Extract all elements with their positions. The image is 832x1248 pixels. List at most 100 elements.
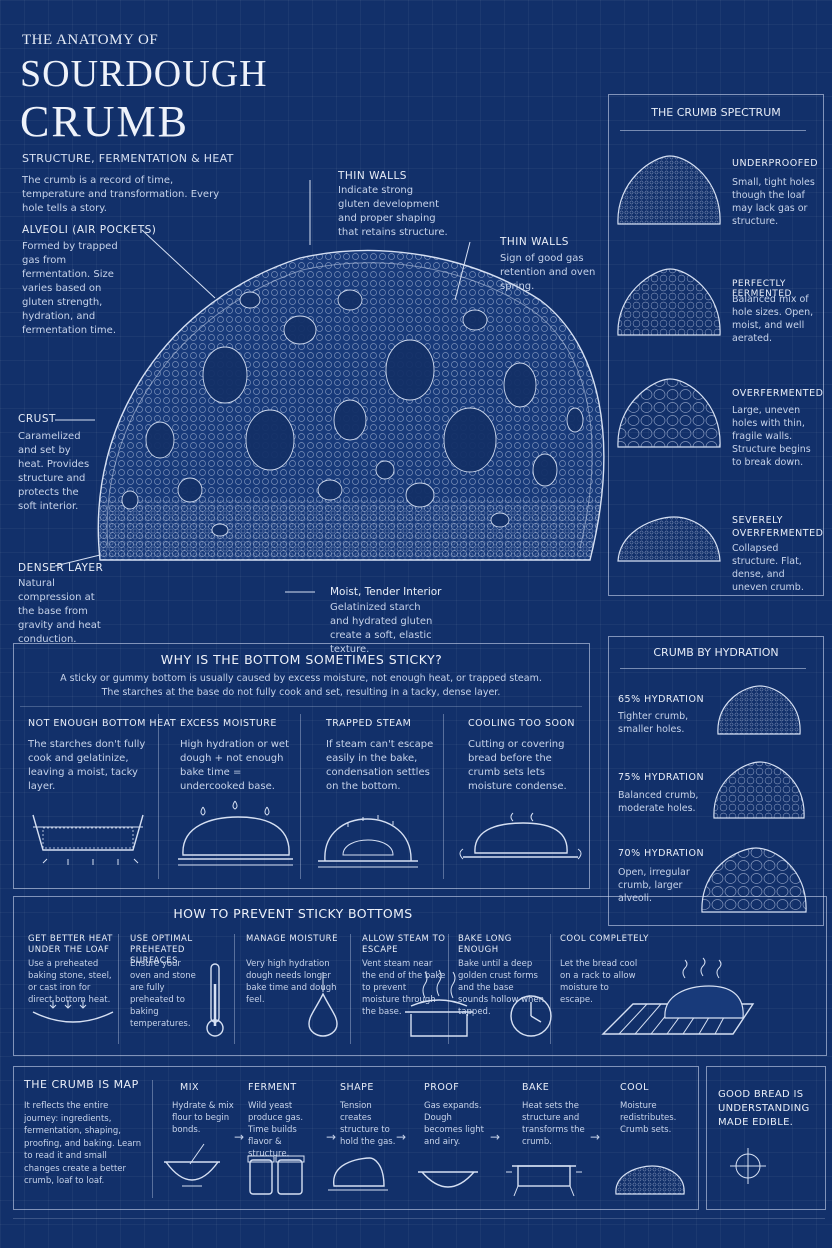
arrow-icon: → (590, 1130, 601, 1144)
baking-stone-icon (32, 1000, 114, 1023)
closing-panel (706, 1066, 826, 1210)
crumb-spectrum-panel (608, 94, 824, 596)
map-step-2-label: FERMENT (248, 1082, 297, 1093)
prevent-tip-3-text: Very high hydration dough needs longer b… (246, 959, 337, 1005)
prevent-tip-6-text: Let the bread cool on a rack to allow mo… (560, 959, 638, 1005)
intro-text: The crumb is a record of time, temperatu… (22, 175, 220, 214)
spectrum-loaf-perfect (617, 268, 721, 336)
pot-steam-icon (405, 969, 473, 1037)
sticky-intro-2: The starches at the base do not fully co… (101, 687, 501, 698)
dutch-oven-icon (506, 1165, 582, 1197)
spectrum-label-3: OVERFERMENTED (732, 388, 824, 399)
hydration-text-1: Tighter crumb, smaller holes. (618, 711, 689, 735)
sticky-cause-4-text: Cutting or covering bread before the cru… (468, 739, 567, 792)
spectrum-text-2: Balanced mix of hole sizes. Open, moist,… (732, 294, 814, 344)
map-step-1-label: MIX (180, 1082, 200, 1093)
hydration-panel (608, 636, 824, 926)
subtitle: STRUCTURE, FERMENTATION & HEAT (22, 152, 234, 165)
spectrum-loaf-overfermented (617, 378, 721, 448)
callout-denser-layer-title: DENSER LAYER (18, 562, 104, 574)
main-loaf-illustration (54, 180, 605, 593)
map-step-2-text: Wild yeast produce gas. Time builds flav… (248, 1101, 304, 1159)
prevent-tip-3-title: MANAGE MOISTURE (246, 934, 338, 944)
sticky-cause-1-title: NOT ENOUGH BOTTOM HEAT (28, 718, 177, 729)
spectrum-label-4: SEVERELY OVERFERMENTED (732, 515, 824, 539)
process-illustrations (164, 1143, 685, 1197)
sticky-bottom-panel (13, 643, 590, 889)
crumb-map-text: It reflects the entire journey: ingredie… (24, 1101, 142, 1186)
sticky-cause-4-title: COOLING TOO SOON (468, 718, 576, 729)
callout-thin-walls-right-text: Sign of good gas retention and oven spri… (500, 253, 596, 292)
hydration-title: CRUMB BY HYDRATION (653, 646, 779, 659)
prevent-illustrations (32, 957, 755, 1037)
spectrum-label-2: PERFECTLY FERMENTED (732, 279, 792, 299)
spectrum-loaf-severely-overfermented (617, 516, 721, 562)
callout-thin-walls-top-text: Indicate strong gluten development and p… (338, 185, 448, 238)
prevent-tip-2-text: Ensure your oven and stone are fully pre… (130, 959, 196, 1029)
hydration-label-2: 75% HYDRATION (618, 772, 705, 783)
prevent-tip-5-title: BAKE LONG ENOUGH (458, 934, 512, 955)
cooled-loaf-icon (615, 1165, 685, 1195)
prevent-tip-1-title: GET BETTER HEAT UNDER THE LOAF (28, 934, 113, 955)
shaped-dough-icon (328, 1157, 388, 1191)
spectrum-text-4: Collapsed structure. Flat, dense, and un… (732, 543, 804, 593)
sticky-bottom-title: WHY IS THE BOTTOM SOMETIMES STICKY? (160, 652, 443, 667)
cooling-rack-icon (601, 957, 755, 1035)
clock-icon (510, 995, 552, 1037)
water-drop-icon (308, 972, 338, 1037)
title-line-1: SOURDOUGH (20, 53, 268, 95)
callout-interior-title: Moist, Tender Interior (330, 586, 442, 598)
map-step-4-text: Gas expands. Dough becomes light and air… (424, 1101, 484, 1147)
hydration-loaf-65 (717, 685, 801, 735)
prevent-tip-1-text: Use a preheated baking stone, steel, or … (28, 959, 112, 1005)
map-step-5-label: BAKE (522, 1082, 550, 1093)
prevent-tip-4-title: ALLOW STEAM TO ESCAPE (362, 934, 446, 955)
arrow-icon: → (490, 1130, 501, 1144)
hydration-text-2: Balanced crumb, moderate holes. (618, 790, 699, 814)
spectrum-loaf-illustrations (617, 155, 721, 562)
prevent-tip-4-text: Vent steam near the end of the bake to p… (362, 959, 446, 1017)
map-step-6-text: Moisture redistributes. Crumb sets. (620, 1101, 677, 1135)
hydration-label-3: 70% HYDRATION (618, 848, 705, 859)
crumb-map-panel (13, 1066, 699, 1210)
sticky-cause-1-text: The starches don't fully cook and gelati… (28, 739, 146, 792)
arrow-icon: → (326, 1130, 337, 1144)
map-step-1-text: Hydrate & mix flour to begin bonds. (172, 1101, 234, 1135)
title-line-2: CRUMB (20, 97, 189, 146)
cooling-loaf-icon (459, 812, 582, 860)
callout-crust-text: Caramelized and set by heat. Provides st… (18, 431, 90, 512)
sticky-intro-1: A sticky or gummy bottom is usually caus… (60, 673, 542, 684)
arrow-icon: → (234, 1130, 245, 1144)
callout-crust-title: CRUST (18, 413, 56, 425)
prevent-tip-5-text: Bake until a deep golden crust forms and… (458, 959, 545, 1017)
spectrum-text-3: Large, uneven holes with thin, fragile w… (732, 405, 811, 468)
prevent-title: HOW TO PREVENT STICKY BOTTOMS (173, 906, 413, 921)
crosshair-icon (730, 1148, 766, 1184)
closing-text: GOOD BREAD IS UNDERSTANDING MADE EDIBLE. (718, 1089, 810, 1128)
prevent-tip-6-title: COOL COMPLETELY (560, 934, 649, 944)
mixing-bowl-icon (164, 1143, 220, 1187)
callout-interior-text: Gelatinized starch and hydrated gluten c… (330, 602, 433, 655)
sticky-cause-2-title: EXCESS MOISTURE (180, 718, 277, 729)
sticky-cause-2-text: High hydration or wet dough + not enough… (180, 739, 289, 792)
sticky-cause-3-title: TRAPPED STEAM (326, 718, 412, 729)
pan-icon (32, 814, 144, 865)
hydration-loaf-75 (713, 761, 805, 819)
crumb-spectrum-title: THE CRUMB SPECTRUM (651, 106, 781, 119)
proof-bowl-icon (418, 1171, 478, 1188)
map-step-3-label: SHAPE (340, 1082, 374, 1093)
map-step-5-text: Heat sets the structure and transforms t… (522, 1101, 585, 1147)
sticky-cause-illustrations (32, 800, 582, 868)
arrow-icon: → (396, 1130, 407, 1144)
callout-thin-walls-top-title: THIN WALLS (338, 170, 407, 182)
steam-dome-icon (318, 815, 418, 868)
wet-loaf-icon (178, 800, 293, 866)
callout-denser-layer-text: Natural compression at the base from gra… (18, 578, 101, 645)
map-step-6-label: COOL (620, 1082, 649, 1093)
callout-alveoli-text: Formed by trapped gas from fermentation.… (22, 241, 118, 336)
prevent-panel (13, 896, 827, 1056)
map-step-3-text: Tension creates structure to hold the ga… (340, 1101, 396, 1147)
hydration-text-3: Open, irregular crumb, larger alveoli. (618, 867, 690, 904)
spectrum-text-1: Small, tight holes though the loaf may l… (732, 177, 815, 227)
